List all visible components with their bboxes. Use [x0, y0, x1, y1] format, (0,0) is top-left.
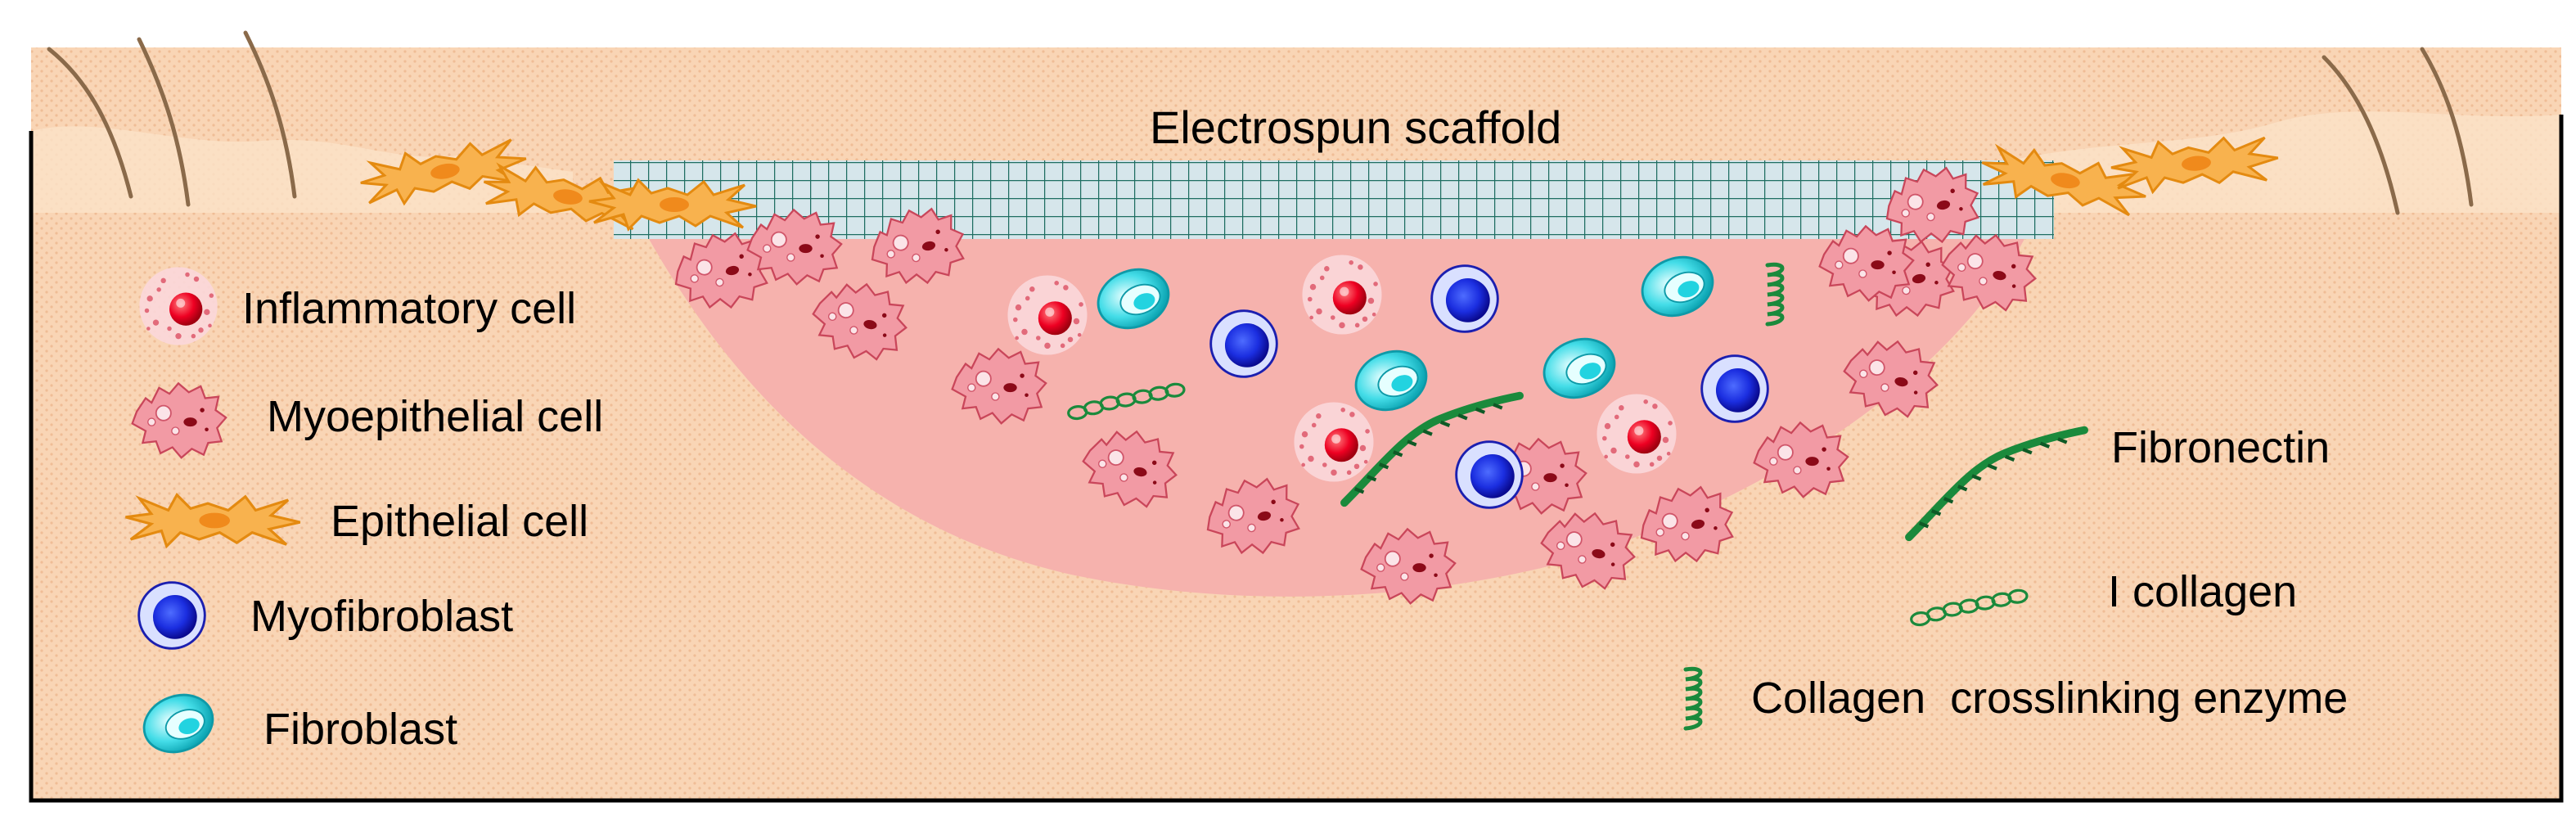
legend-label-fibroblast: Fibroblast	[263, 705, 458, 754]
myofibroblast-cell	[1209, 309, 1278, 378]
inflammatory-cell	[1596, 394, 1677, 474]
scaffold-title: Electrospun scaffold	[1150, 101, 1562, 153]
legend-label-inflammatory-cell: Inflammatory cell	[242, 284, 577, 333]
legend-label-fibronectin: Fibronectin	[2111, 423, 2331, 472]
myofibroblast-icon	[137, 581, 206, 650]
inflammatory-cell	[1302, 255, 1382, 335]
inflammatory-cell-icon	[139, 267, 218, 345]
inflammatory-cell	[1294, 402, 1374, 482]
myofibroblast-cell	[1455, 440, 1524, 509]
legend-label-myoepithelial-cell: Myoepithelial cell	[267, 392, 604, 441]
legend-label-collagen-crosslinking-enzyme: Collagen crosslinking enzyme	[1751, 674, 2349, 723]
crosslinking-enzyme-icon	[1686, 669, 1700, 728]
legend-label-epithelial-cell: Epithelial cell	[331, 497, 589, 546]
electrospun-scaffold	[614, 160, 2054, 239]
right-skin-surface	[1997, 111, 2561, 213]
legend-label-myofibroblast: Myofibroblast	[250, 592, 514, 641]
myofibroblast-cell	[1700, 354, 1769, 423]
crosslinking-enzyme	[1768, 264, 1782, 324]
inflammatory-cell	[1007, 275, 1088, 355]
myofibroblast-cell	[1430, 264, 1499, 333]
diagram-border	[29, 115, 2564, 803]
hair-strands	[47, 30, 2474, 215]
left-skin-surface	[31, 126, 573, 213]
legend-label-i-collagen: I collagen	[2108, 567, 2298, 616]
